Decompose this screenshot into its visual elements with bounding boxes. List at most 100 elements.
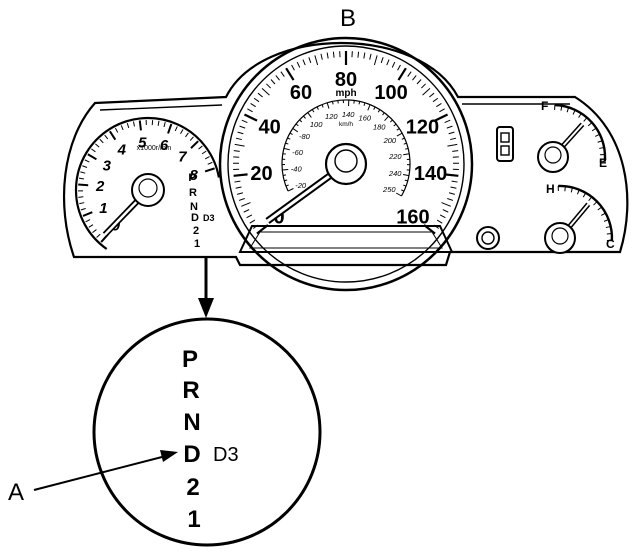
speedo-kmh-number: -80 <box>299 132 311 141</box>
speedo-kmh-number: 240 <box>388 169 402 178</box>
fuel-tick <box>591 127 597 132</box>
small-gear-2: 2 <box>193 225 199 237</box>
speedo-mph-tick <box>233 173 248 177</box>
tach-hub-inner <box>138 178 158 198</box>
speedo-kmh-tick <box>382 112 385 116</box>
speedo-kmh-tick <box>404 179 408 182</box>
tach-tick <box>174 126 178 132</box>
speedo-mph-tick <box>332 51 335 58</box>
speedo-kmh-tick <box>405 147 409 150</box>
tach-tick <box>190 140 199 149</box>
tach-tick <box>96 233 101 238</box>
cluster-outline <box>62 41 629 267</box>
speedo-mph-tick <box>302 59 306 66</box>
temperature-gauge <box>544 184 614 254</box>
speedo-kmh-tick <box>389 119 393 123</box>
fuel-hub-inner <box>544 146 562 164</box>
speedo-kmh-tick <box>396 132 403 137</box>
temp-tick <box>564 186 566 192</box>
speedo-kmh-tick <box>316 106 319 110</box>
speedo-mph-number: 140 <box>414 163 447 185</box>
small-gear-d3: D3 <box>203 213 215 223</box>
speedo-mph-tick <box>266 83 271 89</box>
tach-tick <box>95 143 100 148</box>
speedo-kmh-arc <box>281 99 411 197</box>
speedo-mph-tick <box>412 75 417 81</box>
speedo-mph-tick <box>243 209 250 213</box>
speedo-kmh-tick <box>396 128 400 131</box>
speedo-kmh-tick <box>299 119 303 123</box>
temp-tick <box>597 206 603 211</box>
speedo-kmh-unit: km/h <box>339 121 353 128</box>
speedo-kmh-tick <box>283 147 290 151</box>
speedo-kmh-tick <box>287 137 291 140</box>
tach-tick <box>120 125 124 131</box>
speedo-mph-tick <box>369 53 372 60</box>
tach-tick <box>80 207 86 211</box>
speedo-mph-tick <box>436 103 442 108</box>
speedo-mph-tick <box>450 186 457 189</box>
speedo-kmh-number: 140 <box>342 110 355 119</box>
tach-dial-arc <box>74 116 220 250</box>
trip-knob-inner <box>481 231 495 245</box>
speedo-kmh-tick <box>287 188 294 192</box>
speedo-kmh-tick <box>321 104 324 108</box>
speedo-mph-tick <box>291 64 295 71</box>
speedo-mph-number: 0 <box>273 206 284 228</box>
fuel-full-label: F <box>541 99 548 113</box>
tach-hub <box>131 173 165 207</box>
tach-tick <box>207 161 213 165</box>
speedo-mph-tick <box>250 103 256 108</box>
tach-tick <box>80 171 86 174</box>
speedo-mph-tick <box>326 52 329 59</box>
fuel-tick <box>566 107 570 113</box>
tach-number: 5 <box>138 134 147 151</box>
speedo-mph-tick <box>439 214 446 219</box>
speedo-mph-tick <box>308 57 312 64</box>
tach-tick <box>189 136 194 141</box>
speedo-kmh-tick <box>282 174 287 176</box>
tach-tick <box>82 211 93 217</box>
tach-number: 7 <box>178 149 187 166</box>
speedo-kmh-tick <box>395 192 402 197</box>
tach-tick <box>87 153 97 161</box>
speedo-mph-tick <box>234 143 245 147</box>
speedo-mph-tick <box>434 113 449 122</box>
fuel-tick <box>587 122 593 127</box>
speedo-kmh-tick <box>332 101 334 105</box>
speedo-mph-tick <box>386 59 390 66</box>
speedo-mph-tick <box>432 97 439 103</box>
tach-tick <box>204 156 210 160</box>
speedo-mph-tick <box>239 125 246 129</box>
speedo-hub <box>324 142 368 186</box>
tach-tick <box>92 229 97 234</box>
speedo-mph-tick <box>234 180 241 183</box>
speedo-mph-tick <box>237 131 244 135</box>
speedo-mph-number: 160 <box>396 206 429 228</box>
callout-a-label: A <box>8 479 24 506</box>
speedo-mph-tick <box>452 150 459 152</box>
speedo-mph-tick <box>233 150 240 152</box>
speedo-mph-tick <box>241 202 251 207</box>
fuel-tick <box>560 105 563 111</box>
speedo-mph-tick <box>444 119 451 123</box>
speedo-mph-tick <box>422 88 431 96</box>
speedo-kmh-tick <box>295 123 299 127</box>
speedo-mph-tick <box>314 55 319 66</box>
speedo-mph-tick <box>442 209 449 213</box>
speedo-mph-tick <box>237 192 244 195</box>
speedo-mph-tick <box>238 198 245 201</box>
speedo-mph-number: 100 <box>374 82 407 104</box>
speedo-kmh-number: 180 <box>373 123 386 132</box>
callout-a-arrowhead <box>160 450 178 462</box>
temp-tick <box>588 196 593 202</box>
speedo-kmh-tick <box>358 101 361 105</box>
speedo-mph-tick <box>447 143 458 147</box>
speedo-kmh-number: 250 <box>382 185 396 194</box>
fuel-gauge <box>537 103 607 173</box>
speedo-mph-number: 80 <box>335 69 357 91</box>
speedo-kmh-number: -40 <box>291 165 303 174</box>
temp-tick <box>570 187 573 193</box>
fuel-tick <box>578 113 582 118</box>
